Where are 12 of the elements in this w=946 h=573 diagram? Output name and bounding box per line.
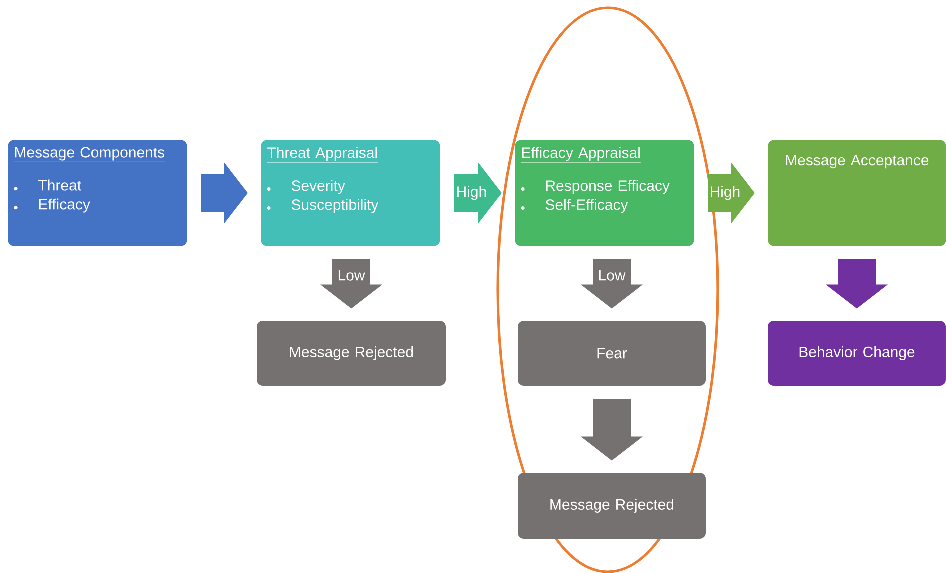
outcome-box: Message Rejected	[257, 321, 446, 386]
outcome-box: Fear	[518, 321, 706, 386]
process-box: Efficacy Appraisal Response Efficacy Self-Efficacy	[515, 140, 694, 246]
edge-label: Low	[336, 269, 366, 282]
edge-label: High	[708, 185, 742, 202]
edge-label: High	[455, 185, 488, 202]
edge-label: Low	[597, 269, 627, 282]
outcome-box: Message Acceptance	[768, 140, 946, 246]
outcome-box: Message Rejected	[518, 473, 706, 539]
outcome-box: Behavior Change	[768, 321, 946, 386]
process-box: Message Components Threat Efficacy	[8, 140, 188, 246]
process-box: Threat Appraisal Severity Susceptibility	[261, 140, 440, 246]
